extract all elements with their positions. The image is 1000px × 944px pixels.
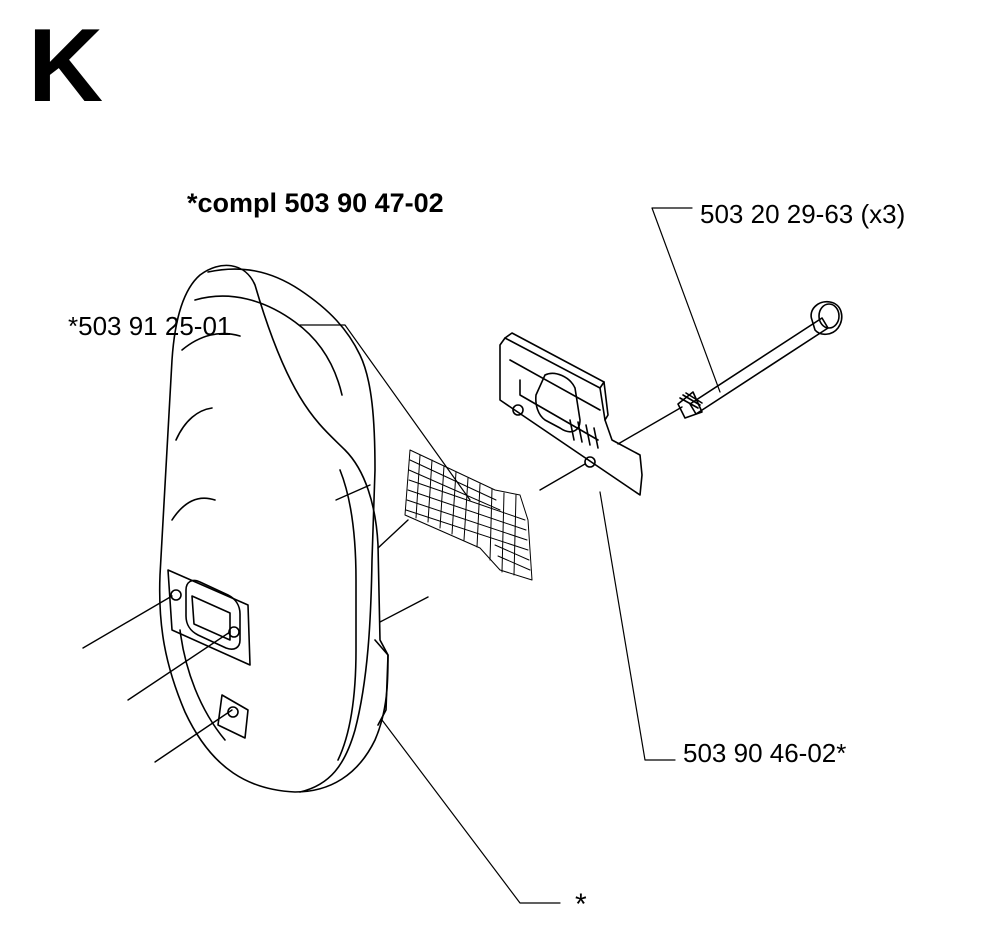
bolt-leader xyxy=(651,207,721,393)
spark-screen xyxy=(404,449,533,581)
leader-lines xyxy=(299,207,721,904)
spark-screen-label: *503 91 25-01 xyxy=(68,311,232,341)
bolt xyxy=(677,300,843,419)
deflector-plate xyxy=(499,332,643,496)
axis-lines xyxy=(82,406,683,763)
screen-leader xyxy=(299,324,471,501)
muffler-label: * xyxy=(575,888,587,921)
muffler-leader xyxy=(381,719,561,904)
section-letter: K xyxy=(28,8,104,124)
muffler xyxy=(158,264,389,793)
plate-leader xyxy=(599,491,676,761)
plate-label: 503 90 46-02* xyxy=(683,738,847,768)
bolt-label: 503 20 29-63 (x3) xyxy=(700,199,906,229)
assembly-label: *compl 503 90 47-02 xyxy=(187,188,444,218)
